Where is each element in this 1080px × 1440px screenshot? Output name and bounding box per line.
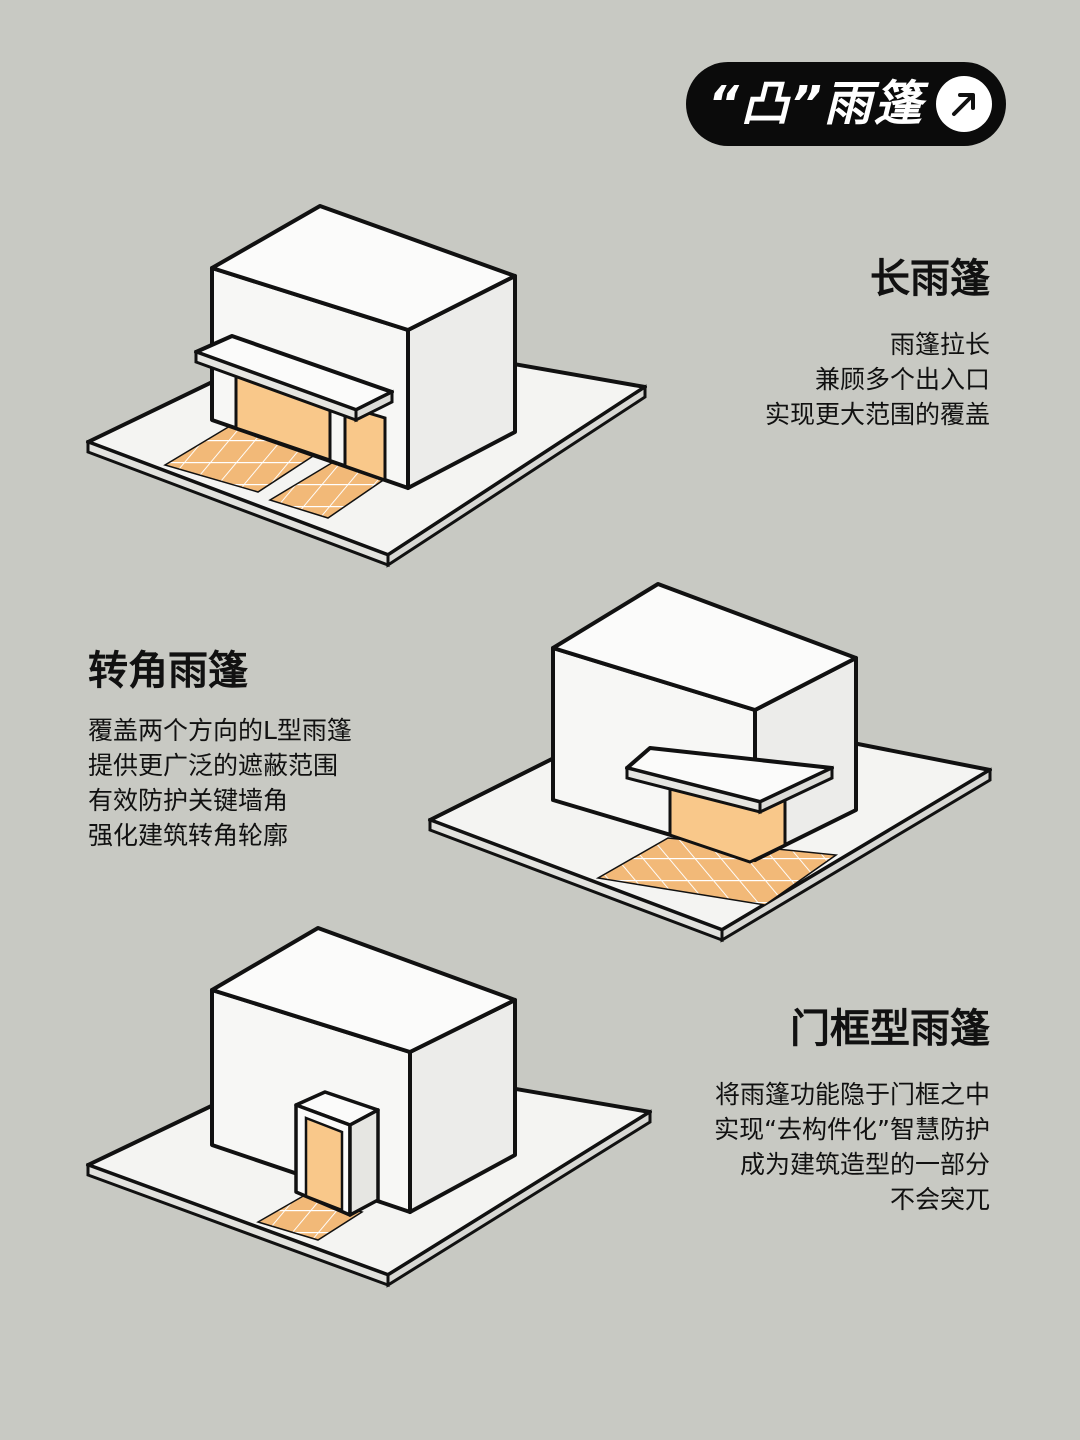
page-title: “凸”雨篷 [708,76,924,132]
section-title-corner-canopy: 转角雨篷 [88,648,248,694]
section-title-door-frame-canopy: 门框型雨篷 [790,1006,990,1052]
section-title-long-canopy: 长雨篷 [870,256,990,302]
section-body-door-frame-canopy: 将雨篷功能隐于门框之中 实现“去构件化”智慧防护 成为建筑造型的一部分 不会突兀 [714,1077,990,1217]
header-title-pill: “凸”雨篷 [686,62,1006,146]
section-line: 雨篷拉长 [889,330,990,359]
building-roof [210,204,517,332]
arrow-up-right-icon [952,93,975,116]
section-line: 有效防护关键墙角 [88,786,289,815]
section-line: 实现“去构件化”智慧防护 [714,1115,990,1144]
building-roof [551,582,858,712]
section-line: 兼顾多个出入口 [814,365,990,394]
section-body-corner-canopy: 覆盖两个方向的L型雨篷 提供更广泛的遮蔽范围 有效防护关键墙角 强化建筑转角轮廓 [88,713,352,853]
section-line: 不会突兀 [889,1185,990,1214]
paving-tiles [595,837,839,906]
section-body-long-canopy: 雨篷拉长 兼顾多个出入口 实现更大范围的覆盖 [765,327,990,432]
arrow-up-right-button[interactable] [936,76,992,132]
entrance-door [343,403,387,483]
section-line: 将雨篷功能隐于门框之中 [714,1080,990,1109]
building-roof [210,926,517,1054]
section-line: 提供更广泛的遮蔽范围 [88,751,339,780]
entrance-door [304,1116,344,1212]
section-line: 强化建筑转角轮廓 [88,821,289,850]
section-line: 实现更大范围的覆盖 [764,400,990,429]
section-line: 成为建筑造型的一部分 [739,1150,990,1179]
section-line: 覆盖两个方向的L型雨篷 [88,716,352,745]
